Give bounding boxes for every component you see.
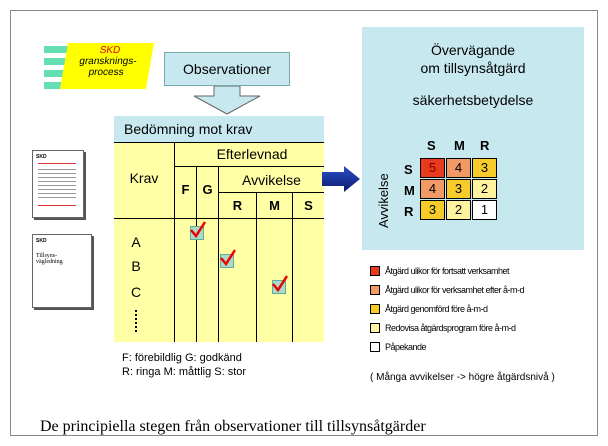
matrix-cell: 2	[446, 200, 471, 220]
right-arrow-icon	[322, 166, 360, 192]
krav-label: Krav	[129, 170, 159, 186]
row-ellipsis	[135, 310, 139, 332]
matrix-col-r: R	[480, 138, 490, 153]
document-guidance: SKD Tillsyns- vägledning	[32, 234, 92, 308]
matrix-row-r: R	[404, 204, 414, 219]
legend-item: Åtgärd genomförd före å-m-d	[370, 302, 488, 316]
process-line1: SKD	[98, 45, 122, 56]
matrix-cell: 1	[472, 200, 497, 220]
evaluation-table	[114, 142, 324, 342]
legend-item: Åtgärd ulikor för fortsatt verksamhet	[370, 264, 510, 278]
check-icon	[220, 249, 237, 267]
col-m: M	[269, 198, 280, 213]
col-f: F	[181, 182, 190, 197]
process-line3: process	[87, 67, 125, 78]
matrix-col-s: S	[427, 138, 436, 153]
legend-label: Redovisa åtgärdsprogram före å-m-d	[385, 323, 516, 333]
col-r: R	[232, 198, 243, 213]
legend-swatch	[370, 284, 380, 295]
abbrev-line-2: R: ringa M: måttlig S: stor	[122, 366, 247, 378]
check-icon	[272, 275, 289, 293]
evaluation-title: Bedömning mot krav	[114, 116, 324, 142]
matrix-cell: 3	[420, 200, 445, 220]
matrix-cell: 3	[446, 179, 471, 199]
matrix-cell: 5	[420, 158, 445, 178]
matrix-cell: 4	[420, 179, 445, 199]
row-a: A	[131, 234, 141, 250]
compliance-label: Efterlevnad	[216, 146, 288, 162]
matrix-cell: 4	[446, 158, 471, 178]
risk-title-1: Övervägande	[430, 42, 516, 58]
matrix-row-m: M	[404, 183, 415, 198]
matrix-row-s: S	[404, 162, 413, 177]
risk-title-2: om tillsynsåtgärd	[420, 60, 526, 76]
legend-label: Åtgärd ulikor för fortsatt verksamhet	[385, 266, 510, 276]
matrix-col-m: M	[454, 138, 465, 153]
risk-axis-label: Avvikelse	[376, 173, 391, 228]
legend-label: Åtgärd genomförd före å-m-d	[385, 304, 488, 314]
matrix-cell: 3	[472, 158, 497, 178]
check-icon	[190, 221, 207, 239]
document-header: SKD	[36, 154, 47, 160]
paren-note: ( Många avvikelser -> högre åtgärdsnivå …	[370, 372, 555, 383]
legend-item: Åtgärd ulikor för verksamhet efter å-m-d	[370, 283, 525, 297]
deviation-label: Avvikelse	[242, 172, 301, 188]
down-arrow-icon	[193, 86, 261, 115]
legend-label: Åtgärd ulikor för verksamhet efter å-m-d	[385, 285, 525, 295]
row-c: C	[130, 284, 142, 300]
legend-swatch	[370, 322, 380, 333]
legend-label: Påpekande	[385, 342, 427, 352]
process-label: SKD gransknings- process	[65, 45, 151, 78]
col-s: S	[304, 198, 313, 213]
legend-item: Redovisa åtgärdsprogram före å-m-d	[370, 321, 516, 335]
risk-title-3: säkerhetsbetydelse	[412, 92, 534, 108]
matrix-cell: 2	[472, 179, 497, 199]
legend-swatch	[370, 265, 380, 276]
legend-item: Påpekande	[370, 340, 427, 354]
document-requirements: SKD	[32, 150, 84, 218]
legend-swatch	[370, 303, 380, 314]
document-guidance-title: Tillsyns- vägledning	[36, 253, 63, 265]
observations-box: Observationer	[164, 52, 290, 86]
diagram-frame	[10, 10, 598, 436]
process-line2: gransknings-	[78, 56, 138, 67]
document-header-2: SKD	[36, 238, 47, 244]
legend-swatch	[370, 341, 380, 352]
row-b: B	[131, 258, 141, 274]
col-g: G	[202, 182, 213, 197]
abbrev-line-1: F: förebildlig G: godkänd	[122, 352, 242, 364]
footer-caption: De principiella stegen från observatione…	[40, 418, 426, 435]
